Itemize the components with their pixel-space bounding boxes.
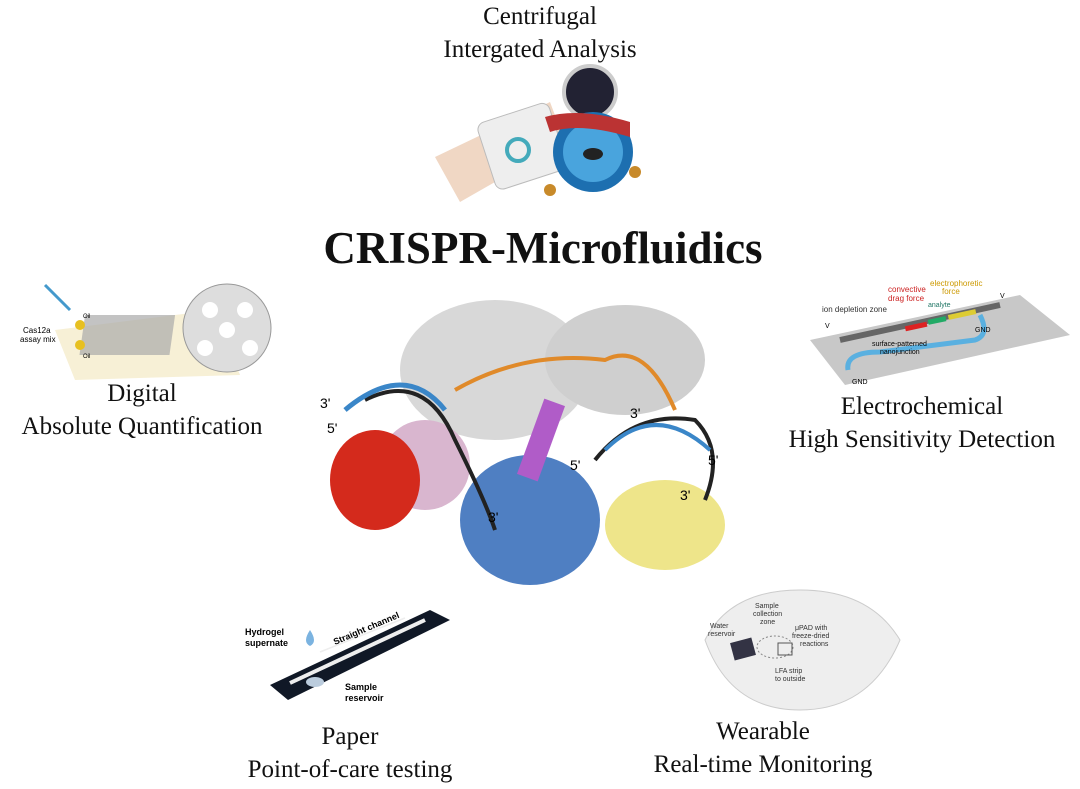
svg-text:3': 3' — [320, 395, 330, 411]
wearable-label: Wearable Real-time Monitoring — [654, 715, 873, 781]
svg-text:surface-patterned: surface-patterned — [872, 341, 927, 348]
svg-text:reservoir: reservoir — [708, 631, 736, 638]
label-line2: Intergated Analysis — [443, 36, 637, 63]
label-line2: High Sensitivity Detection — [788, 426, 1056, 453]
main-title: CRISPR-Microfluidics — [323, 223, 763, 273]
svg-text:collection: collection — [753, 611, 782, 618]
svg-text:5': 5' — [327, 420, 337, 436]
svg-text:convective: convective — [888, 285, 926, 294]
svg-text:Sample: Sample — [755, 603, 779, 610]
label-line1: Digital — [107, 380, 177, 407]
svg-text:GND: GND — [975, 327, 991, 334]
digital-label: Digital Absolute Quantification — [22, 377, 263, 443]
electrochemical-label: Electrochemical High Sensitivity Detecti… — [789, 390, 1056, 456]
svg-text:3': 3' — [630, 405, 640, 421]
svg-text:Oil: Oil — [83, 314, 90, 320]
svg-text:3': 3' — [680, 487, 690, 503]
centrifugal-device-image — [435, 64, 641, 202]
paper-label: Paper Point-of-care testing — [248, 720, 453, 786]
crispr-cas-protein-structure-image: 3' 5' 3' 3' 5' 5' 3' — [320, 300, 725, 585]
svg-text:assay mix: assay mix — [20, 335, 56, 344]
svg-text:Water: Water — [710, 623, 729, 630]
svg-text:3': 3' — [488, 509, 498, 525]
digital-chip-image: Cas12a assay mix Oil Oil — [20, 283, 272, 380]
svg-text:zone: zone — [760, 619, 775, 626]
centrifugal-label: Centrifugal Intergated Analysis — [443, 0, 636, 66]
label-line2: Real-time Monitoring — [653, 751, 873, 778]
svg-text:freeze-dried: freeze-dried — [792, 633, 829, 640]
label-line1: Centrifugal — [483, 3, 597, 30]
label-line1: Electrochemical — [840, 393, 1004, 420]
svg-text:5': 5' — [570, 457, 580, 473]
svg-text:nanojunction: nanojunction — [880, 349, 920, 356]
electrochemical-chip-image: ion depletion zone convective drag force… — [810, 280, 1070, 386]
svg-text:V: V — [825, 323, 830, 330]
svg-text:force: force — [942, 287, 960, 296]
label-line1: Wearable — [716, 718, 810, 745]
paper-strip-image: Hydrogel supernate Straight channel Samp… — [245, 610, 450, 703]
svg-text:μPAD with: μPAD with — [795, 625, 827, 632]
svg-text:V: V — [1000, 293, 1005, 300]
svg-text:Sample: Sample — [345, 682, 377, 692]
svg-text:supernate: supernate — [245, 638, 288, 648]
svg-text:Hydrogel: Hydrogel — [245, 627, 284, 637]
svg-text:to outside: to outside — [775, 676, 805, 683]
svg-text:Oil: Oil — [83, 354, 90, 360]
wearable-mask-image: Water reservoir Sample collection zone μ… — [704, 589, 901, 711]
svg-text:Cas12a: Cas12a — [23, 326, 51, 335]
svg-text:drag force: drag force — [888, 294, 925, 303]
svg-text:reservoir: reservoir — [345, 693, 384, 703]
svg-text:LFA strip: LFA strip — [775, 668, 802, 675]
label-line2: Absolute Quantification — [21, 413, 263, 440]
svg-text:electrophoretic: electrophoretic — [930, 280, 982, 288]
svg-text:reactions: reactions — [800, 641, 829, 648]
svg-text:ion depletion zone: ion depletion zone — [822, 305, 887, 314]
svg-text:analyte: analyte — [928, 302, 951, 309]
svg-text:5': 5' — [708, 452, 718, 468]
svg-text:GND: GND — [852, 379, 868, 386]
label-line1: Paper — [321, 723, 379, 750]
label-line2: Point-of-care testing — [247, 756, 453, 783]
